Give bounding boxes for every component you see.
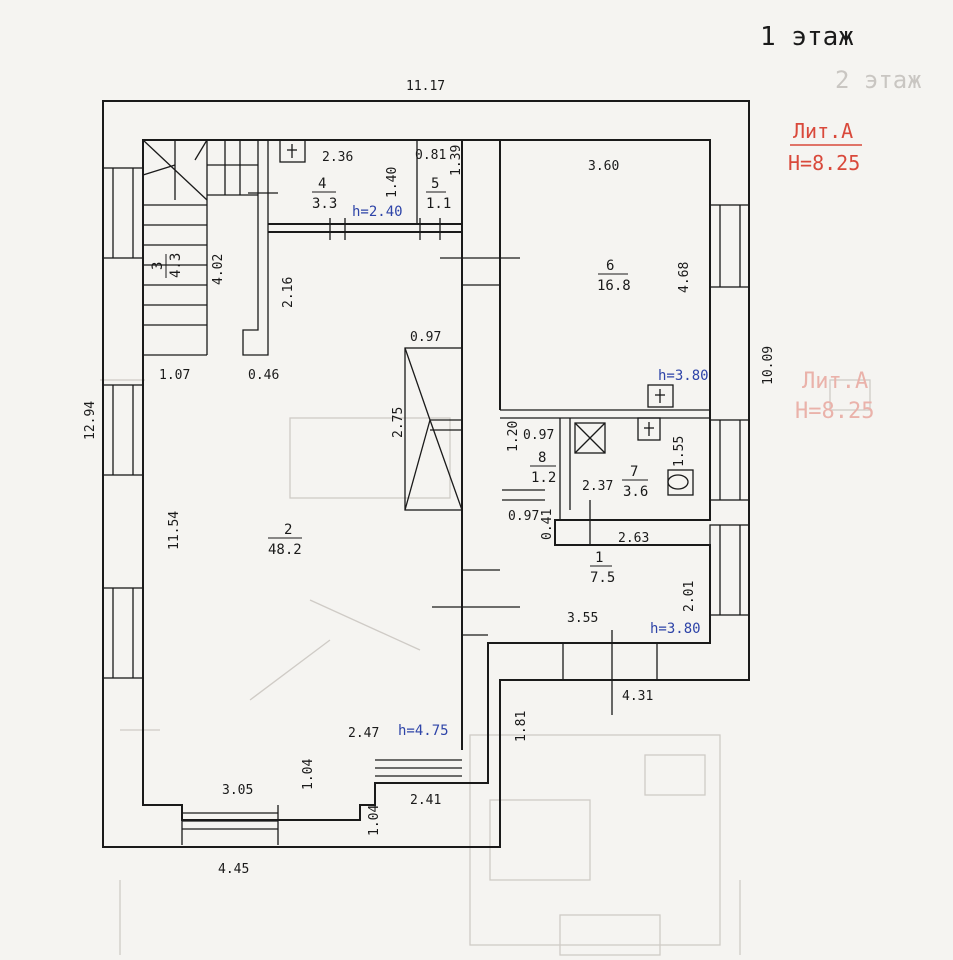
dim-0-97-stair: 0.97 xyxy=(410,330,441,345)
door-marks xyxy=(248,192,441,240)
rear-porch xyxy=(562,630,658,715)
room-area: 1.2 xyxy=(531,470,556,486)
dim-2-37: 2.37 xyxy=(582,479,613,494)
lower-stair xyxy=(404,347,463,511)
dim-tail: 1.81 xyxy=(514,711,529,742)
room-area: 1.1 xyxy=(426,196,451,212)
dim-4-68: 4.68 xyxy=(677,262,692,293)
outer-wall xyxy=(102,100,750,848)
room-number: 1 xyxy=(595,550,603,566)
dim-0-97-wc: 0.97 xyxy=(523,428,554,443)
room-area: 16.8 xyxy=(597,278,631,294)
room-area: 3.6 xyxy=(623,484,648,500)
dim-2-75: 2.75 xyxy=(391,407,406,438)
room-number: 5 xyxy=(431,176,439,192)
dim-right: 10.09 xyxy=(761,346,776,385)
fixtures xyxy=(279,139,694,496)
room-number: 7 xyxy=(630,464,638,480)
room-number: 2 xyxy=(284,522,292,538)
height-room-6: h=3.80 xyxy=(658,368,709,384)
ghost-litera-label: Лит.А xyxy=(802,369,868,394)
entry-steps xyxy=(375,759,462,777)
ghost-litera-height: Н=8.25 xyxy=(795,399,874,424)
ghost-floor-title: 2 этаж xyxy=(835,66,922,94)
dim-11-54: 11.54 xyxy=(167,511,182,550)
room-number: 6 xyxy=(606,258,614,274)
room-number: 3 xyxy=(150,262,166,270)
dim-4-02: 4.02 xyxy=(211,254,226,285)
dim-0-46: 0.46 xyxy=(248,368,279,383)
room-area: 7.5 xyxy=(590,570,615,586)
dim-3-05: 3.05 xyxy=(222,783,253,798)
dim-1-07: 1.07 xyxy=(159,368,190,383)
dim-2-47: 2.47 xyxy=(348,726,379,741)
dim-bottom-right: 4.31 xyxy=(622,689,653,704)
room-label-8: 8 1.2 xyxy=(530,450,556,486)
dim-0-41: 0.41 xyxy=(540,509,555,540)
dim-2-36: 2.36 xyxy=(322,150,353,165)
dim-2-01: 2.01 xyxy=(682,581,697,612)
room-label-5: 5 1.1 xyxy=(426,176,451,212)
staircase xyxy=(142,139,258,356)
dim-0-81: 0.81 xyxy=(415,148,446,163)
room-label-6: 6 16.8 xyxy=(597,258,631,294)
litera-height: Н=8.25 xyxy=(788,151,860,175)
floor-title: 1 этаж xyxy=(760,22,854,52)
room-area: 48.2 xyxy=(268,542,302,558)
ghost-plan-lines xyxy=(100,379,871,956)
entry-porch xyxy=(181,805,279,845)
dim-1-04-b: 1.04 xyxy=(367,805,382,836)
height-room-2: h=4.75 xyxy=(398,723,449,739)
dim-bottom: 4.45 xyxy=(218,862,249,877)
room-label-4: 4 3.3 xyxy=(312,176,337,212)
room-number: 8 xyxy=(538,450,546,466)
dim-0-97-low: 0.97 xyxy=(508,509,539,524)
room-area: 3.3 xyxy=(312,196,337,212)
dim-1-20: 1.20 xyxy=(506,421,521,452)
height-room-1: h=3.80 xyxy=(650,621,701,637)
dim-top: 11.17 xyxy=(406,79,445,94)
dim-3-60: 3.60 xyxy=(588,159,619,174)
height-room-4: h=2.40 xyxy=(352,204,403,220)
room-label-1: 1 7.5 xyxy=(590,550,615,586)
litera-label: Лит.А xyxy=(793,119,853,143)
room-number: 4 xyxy=(318,176,326,192)
dim-left: 12.94 xyxy=(83,401,98,440)
dim-1-39: 1.39 xyxy=(449,145,464,176)
windows xyxy=(102,167,750,679)
dim-2-16: 2.16 xyxy=(281,277,296,308)
dim-3-55: 3.55 xyxy=(567,611,598,626)
room-label-2: 2 48.2 xyxy=(268,522,302,558)
dim-1-04-a: 1.04 xyxy=(301,759,316,790)
chimney xyxy=(242,140,269,356)
dim-1-40: 1.40 xyxy=(385,167,400,198)
room-label-7: 7 3.6 xyxy=(622,464,648,500)
room-label-3: 3 4.3 xyxy=(150,253,184,278)
dim-2-63: 2.63 xyxy=(618,531,649,546)
room-area: 4.3 xyxy=(168,253,184,278)
dim-2-41: 2.41 xyxy=(410,793,441,808)
dim-1-55: 1.55 xyxy=(672,436,687,467)
